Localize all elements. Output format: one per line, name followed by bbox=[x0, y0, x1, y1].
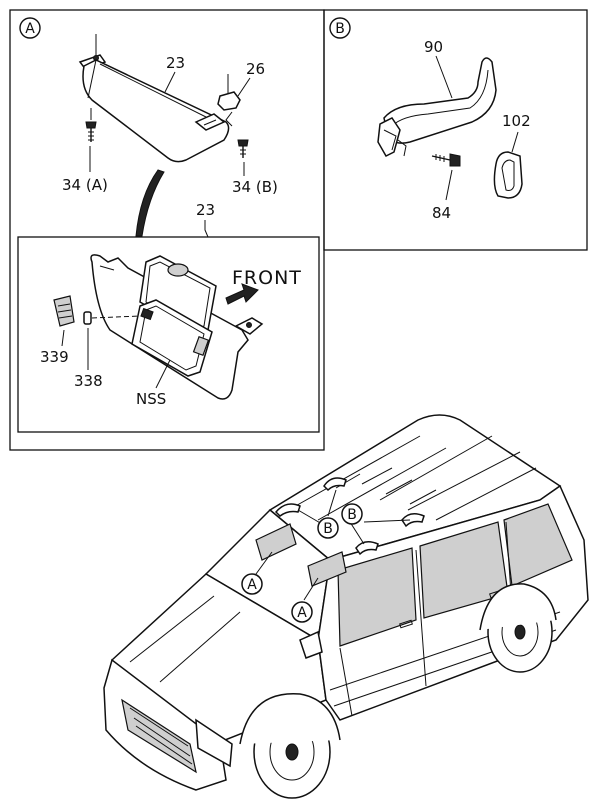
section-b-marker: B bbox=[329, 17, 351, 39]
svg-text:A: A bbox=[297, 605, 307, 621]
front-label: FRONT bbox=[232, 267, 302, 289]
grip-screw-84 bbox=[431, 153, 461, 167]
vehicle-assist-grips bbox=[274, 477, 425, 556]
label-34a: 34 (A) bbox=[62, 176, 108, 194]
leader-nss bbox=[155, 359, 171, 389]
label-339: 339 bbox=[40, 348, 69, 366]
svg-text:B: B bbox=[323, 521, 333, 537]
label-102: 102 bbox=[502, 112, 531, 130]
svg-text:B: B bbox=[347, 507, 357, 523]
label-nss: NSS bbox=[136, 390, 166, 408]
section-b-frame bbox=[323, 9, 588, 251]
label-23-lower: 23 bbox=[196, 201, 215, 219]
vanity-mirror bbox=[131, 299, 213, 377]
vehicle-callout-a-left: A bbox=[241, 573, 263, 595]
svg-text:A: A bbox=[247, 577, 257, 593]
visor-hinge-bracket bbox=[234, 317, 264, 335]
screw-34a bbox=[85, 108, 97, 142]
svg-text:A: A bbox=[25, 21, 35, 37]
leader-90 bbox=[435, 55, 453, 99]
section-a-marker: A bbox=[19, 17, 41, 39]
leader-23-upper bbox=[164, 71, 176, 93]
leader-102 bbox=[511, 131, 519, 153]
vehicle-callout-b-right: B bbox=[341, 503, 363, 525]
grip-cover-102 bbox=[493, 151, 523, 199]
label-338: 338 bbox=[74, 372, 103, 390]
detail-arrow bbox=[135, 169, 165, 237]
lens-338 bbox=[83, 311, 92, 325]
assist-grip-90 bbox=[377, 57, 497, 157]
leader-26 bbox=[237, 77, 251, 97]
vanity-mirror-cover bbox=[139, 255, 217, 335]
label-84: 84 bbox=[432, 204, 451, 222]
vehicle-callout-leaders bbox=[255, 489, 411, 601]
label-23-upper: 23 bbox=[166, 54, 185, 72]
sun-visor-upper bbox=[78, 34, 230, 163]
dashed-leader-338 bbox=[91, 315, 141, 319]
vehicle-sun-visors bbox=[255, 523, 347, 587]
svg-text:B: B bbox=[335, 21, 345, 37]
front-arrow-icon bbox=[225, 283, 259, 305]
screw-34b bbox=[237, 139, 249, 158]
vehicle-callout-b-left: B bbox=[317, 517, 339, 539]
label-26: 26 bbox=[246, 60, 265, 78]
label-90: 90 bbox=[424, 38, 443, 56]
leader-84 bbox=[445, 169, 453, 201]
vehicle-body bbox=[103, 414, 589, 799]
vehicle-callout-a-right: A bbox=[291, 601, 313, 623]
label-34b: 34 (B) bbox=[232, 178, 278, 196]
visor-clip-26 bbox=[217, 74, 241, 127]
leader-23-lower bbox=[204, 220, 209, 238]
leader-339 bbox=[61, 329, 65, 347]
bulb-339 bbox=[53, 295, 75, 327]
section-a-frame bbox=[9, 9, 325, 451]
